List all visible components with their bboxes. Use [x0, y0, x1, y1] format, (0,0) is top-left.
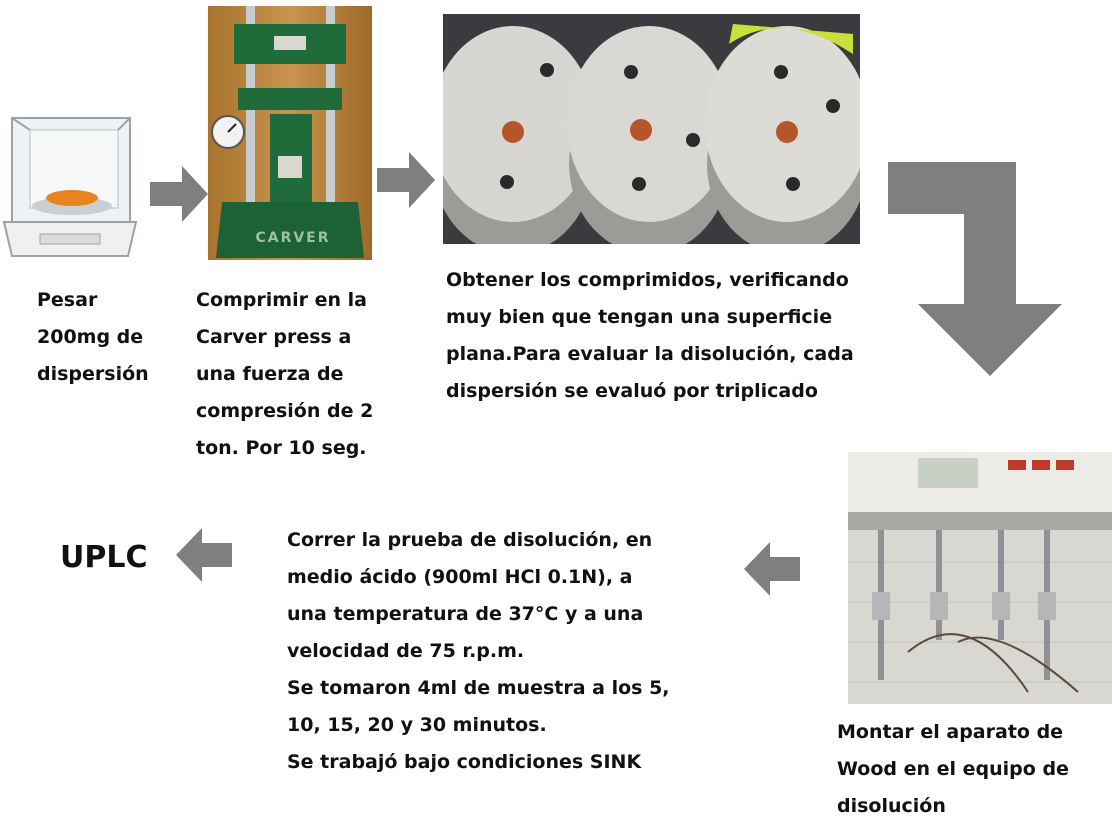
- text-line: disolución: [837, 795, 946, 817]
- text-line: una temperatura de 37°C y a una: [287, 603, 644, 625]
- dissolution-apparatus-image: [848, 452, 1112, 704]
- arrow-left-1: [744, 542, 800, 596]
- arrow-right-2: [377, 152, 435, 208]
- arrow-down-turn: [888, 162, 1062, 376]
- arrow-right-1: [150, 166, 208, 222]
- text-line: Montar el aparato de: [837, 721, 1064, 743]
- compressed-tablets-image: [443, 14, 860, 244]
- step-dissolution-text: Correr la prueba de disolución, en medio…: [287, 522, 670, 781]
- carver-press-image: CARVER: [208, 6, 372, 260]
- text-line: ton. Por 10 seg.: [196, 437, 367, 459]
- text-line: Carver press a: [196, 326, 352, 348]
- text-line: Obtener los comprimidos, verificando: [446, 269, 849, 291]
- text-line: velocidad de 75 r.p.m.: [287, 640, 525, 662]
- analytical-balance-image: [0, 110, 140, 268]
- text-line: Comprimir en la: [196, 289, 367, 311]
- text-line: dispersión se evaluó por triplicado: [446, 380, 818, 402]
- step-mount-text: Montar el aparato de Wood en el equipo d…: [837, 714, 1069, 825]
- text-line: Se trabajó bajo condiciones SINK: [287, 751, 642, 773]
- text-line: Wood en el equipo de: [837, 758, 1069, 780]
- text-line: Se tomaron 4ml de muestra a los 5,: [287, 677, 670, 699]
- step-tablets-text: Obtener los comprimidos, verificando muy…: [446, 262, 854, 410]
- text-line: compresión de 2: [196, 400, 374, 422]
- text-line: medio ácido (900ml HCl 0.1N), a: [287, 566, 633, 588]
- text-line: plana.Para evaluar la disolución, cada: [446, 343, 854, 365]
- press-brand-text: CARVER: [255, 230, 331, 246]
- arrow-left-2: [176, 528, 232, 582]
- step-weigh-text: Pesar 200mg de dispersión: [37, 282, 149, 393]
- step-compress-text: Comprimir en la Carver press a una fuerz…: [196, 282, 373, 467]
- text-line: 200mg de: [37, 326, 144, 348]
- text-line: una fuerza de: [196, 363, 344, 385]
- text-line: muy bien que tengan una superficie: [446, 306, 833, 328]
- text-line: Pesar: [37, 289, 98, 311]
- text-line: Correr la prueba de disolución, en: [287, 529, 653, 551]
- text-line: 10, 15, 20 y 30 minutos.: [287, 714, 547, 736]
- text-line: dispersión: [37, 363, 149, 385]
- uplc-label: UPLC: [60, 540, 148, 575]
